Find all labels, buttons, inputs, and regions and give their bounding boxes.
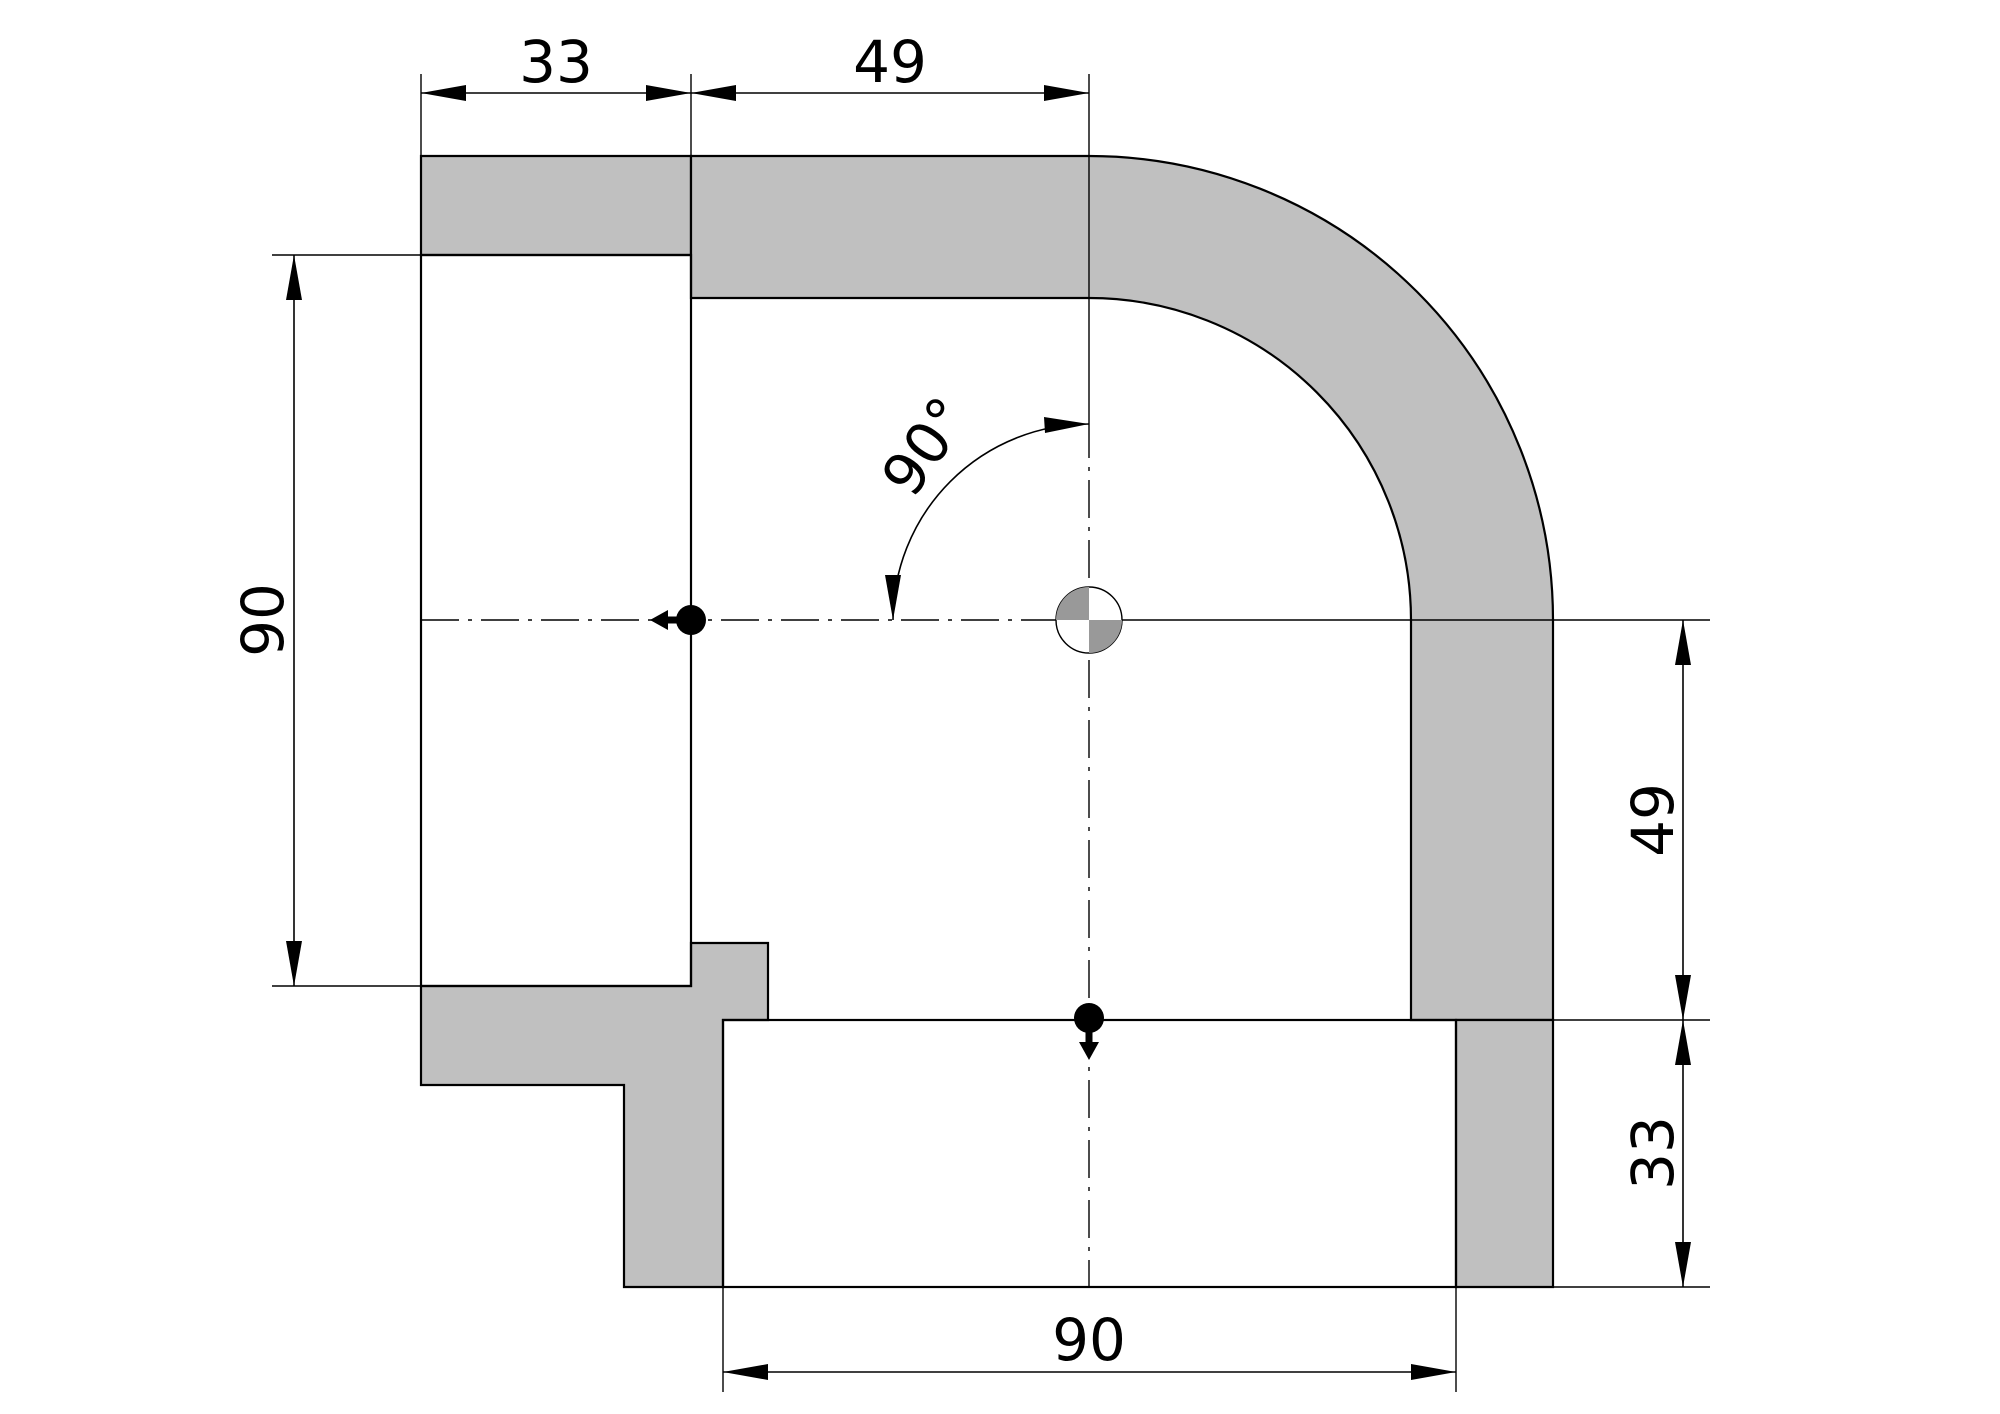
bend-wall: [689, 154, 1555, 1022]
top-left-socket-wall: [419, 154, 693, 257]
extension-lines: [272, 74, 1710, 1392]
angle-label: 90°: [868, 385, 983, 508]
left-connection-marker: [650, 605, 706, 635]
dimension-label-top-left: 33: [519, 28, 593, 96]
angle-dimension: 90°: [868, 385, 1090, 621]
centroid-symbol: [1055, 586, 1123, 654]
angle-arrow-top: [1044, 417, 1089, 433]
dimension-right-lower: 33: [1619, 1020, 1691, 1287]
angle-arrow-left: [885, 575, 901, 620]
dimension-label-bottom-width: 90: [1052, 1306, 1126, 1374]
dimension-top-left: 33: [421, 28, 691, 101]
bottom-left-stepped-wall: [419, 941, 770, 1289]
elbow-body: [419, 154, 1555, 1289]
dimension-left-height: 90: [229, 255, 302, 986]
bottom-connection-marker: [1074, 1003, 1104, 1060]
dimension-label-right-upper: 49: [1619, 783, 1687, 857]
dimension-label-right-lower: 33: [1619, 1116, 1687, 1190]
dimension-right-upper: 49: [1619, 620, 1691, 1020]
dimension-top-right: 49: [691, 28, 1089, 101]
dimension-label-top-right: 49: [853, 28, 927, 96]
dimension-bottom-width: 90: [723, 1306, 1456, 1380]
dimension-label-left-height: 90: [229, 583, 297, 657]
bottom-right-socket-wall: [1454, 1018, 1555, 1289]
